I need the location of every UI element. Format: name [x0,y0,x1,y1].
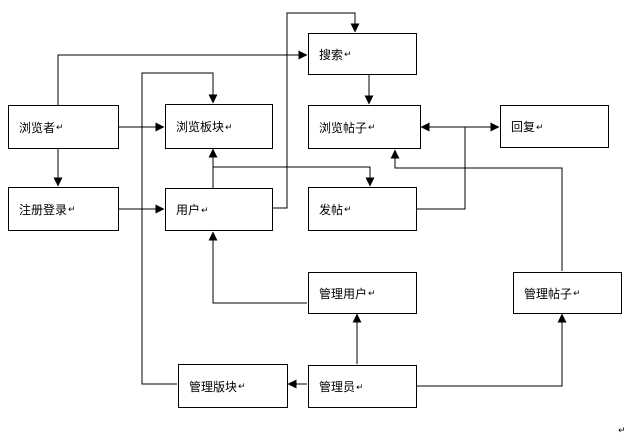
paragraph-mark: ↵ [536,122,544,133]
node-browser-label: 浏览者 [19,120,56,135]
node-browser: 浏览者↵ [8,105,119,149]
node-search: 搜索↵ [308,33,417,75]
edge-browse-board-to-post [213,166,375,187]
node-reply: 回复↵ [500,105,609,148]
paragraph-mark: ↵ [238,382,246,392]
node-admin-label: 管理员 [319,380,356,394]
node-manage-post-label: 管理帖子 [524,286,573,301]
node-browse-post-label: 浏览帖子 [319,120,368,135]
edge-user-to-search [273,12,360,209]
node-user: 用户↵ [165,188,273,231]
paragraph-mark: ↵ [573,289,581,299]
node-browse-board: 浏览板块↵ [165,104,273,149]
node-post: 发帖↵ [308,187,417,231]
paragraph-mark: ↵ [344,50,352,60]
paragraph-mark: ↵ [56,123,64,133]
node-manage-board: 管理版块↵ [178,364,288,408]
edge-manage-user-to-user [208,231,307,304]
node-search-label: 搜索 [319,47,344,62]
node-manage-post: 管理帖子↵ [513,272,622,314]
paragraph-mark: ↵ [68,205,76,215]
edge-admin-to-manage-post [417,313,567,387]
node-manage-user-label: 管理用户 [319,286,368,301]
node-browse-post: 浏览帖子↵ [308,105,421,149]
node-register: 注册登录↵ [8,187,119,231]
paragraph-mark: ↵ [201,205,209,216]
node-manage-board-label: 管理版块 [189,379,238,394]
edge-manage-post-to-browse-post [390,149,563,271]
node-admin: 管理员↵ [308,365,417,408]
node-user-label: 用户 [176,203,201,217]
paragraph-mark: ↵ [356,382,364,393]
edge-browser-to-search [57,50,308,105]
node-browse-board-label: 浏览板块 [176,120,225,134]
edge-manage-board-to-browse-board [141,72,218,385]
node-post-label: 发帖 [319,202,344,217]
paragraph-mark: ↵ [344,205,352,215]
paragraph-mark: ↵ [618,426,626,436]
paragraph-mark: ↵ [368,289,376,299]
node-reply-label: 回复 [511,120,536,134]
node-manage-user: 管理用户↵ [308,272,417,314]
node-register-label: 注册登录 [19,202,68,217]
paragraph-mark: ↵ [368,123,376,133]
edge-post-to-browse-post [417,127,466,210]
paragraph-mark: ↵ [225,122,233,133]
